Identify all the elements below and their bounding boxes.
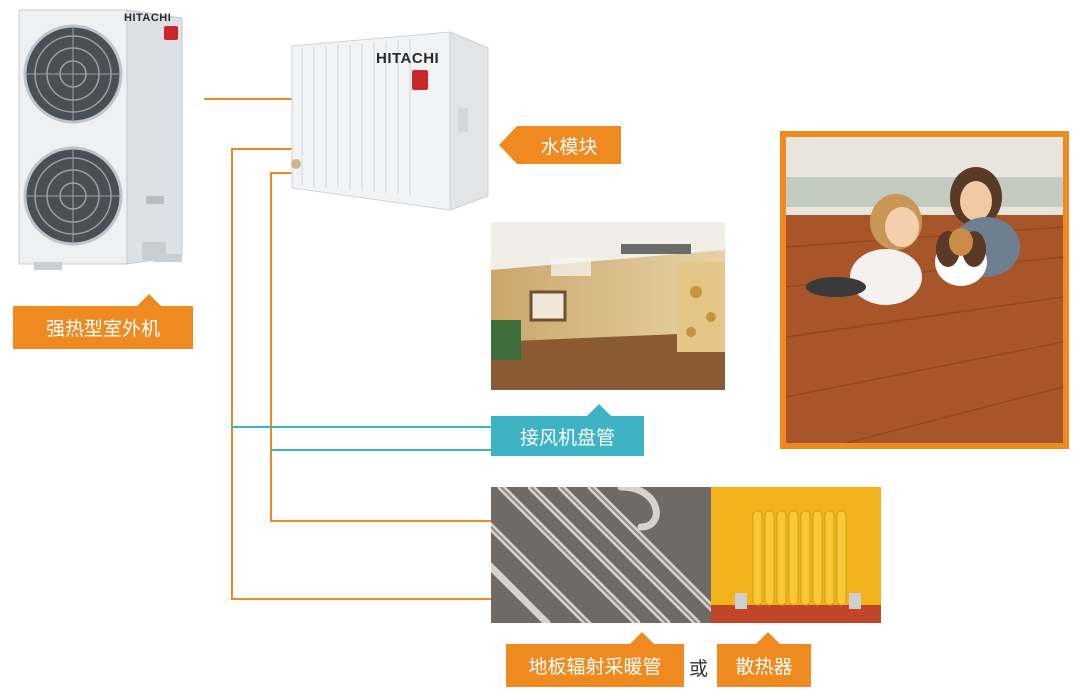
floor-heating-photo bbox=[491, 487, 711, 623]
outdoor-label-caret bbox=[137, 294, 161, 306]
floor-heating-pipes-image bbox=[491, 487, 711, 623]
or-connector: 或 bbox=[689, 658, 709, 680]
water-module-illustration bbox=[291, 31, 489, 211]
outdoor-unit-illustration bbox=[18, 9, 183, 270]
water-module-label-arrow bbox=[499, 126, 517, 164]
radiator-image bbox=[711, 487, 881, 623]
module-badge-icon bbox=[412, 70, 428, 90]
water-module-label: 水模块 bbox=[517, 126, 621, 164]
fan-coil-photo bbox=[491, 222, 725, 390]
family-photo bbox=[786, 137, 1063, 443]
family-floor-image bbox=[786, 137, 1063, 443]
fan-coil-label: 接风机盘管 bbox=[491, 416, 644, 456]
outdoor-unit-label: 强热型室外机 bbox=[13, 306, 193, 349]
floor-heating-label-caret bbox=[630, 632, 654, 644]
module-brand-logo: HITACHI bbox=[376, 50, 440, 67]
outdoor-badge-icon bbox=[164, 26, 178, 40]
interior-room-image bbox=[491, 222, 725, 390]
water-module: HITACHI bbox=[288, 28, 492, 212]
outdoor-unit: HITACHI bbox=[14, 6, 204, 274]
floor-heating-label: 地板辐射采暖管 bbox=[506, 644, 684, 687]
radiator-label: 散热器 bbox=[717, 644, 811, 687]
radiator-photo bbox=[711, 487, 881, 623]
fan-coil-label-caret bbox=[587, 404, 611, 416]
outdoor-brand-logo: HITACHI bbox=[124, 12, 172, 24]
radiator-label-caret bbox=[756, 632, 780, 644]
family-photo-frame bbox=[780, 131, 1069, 449]
